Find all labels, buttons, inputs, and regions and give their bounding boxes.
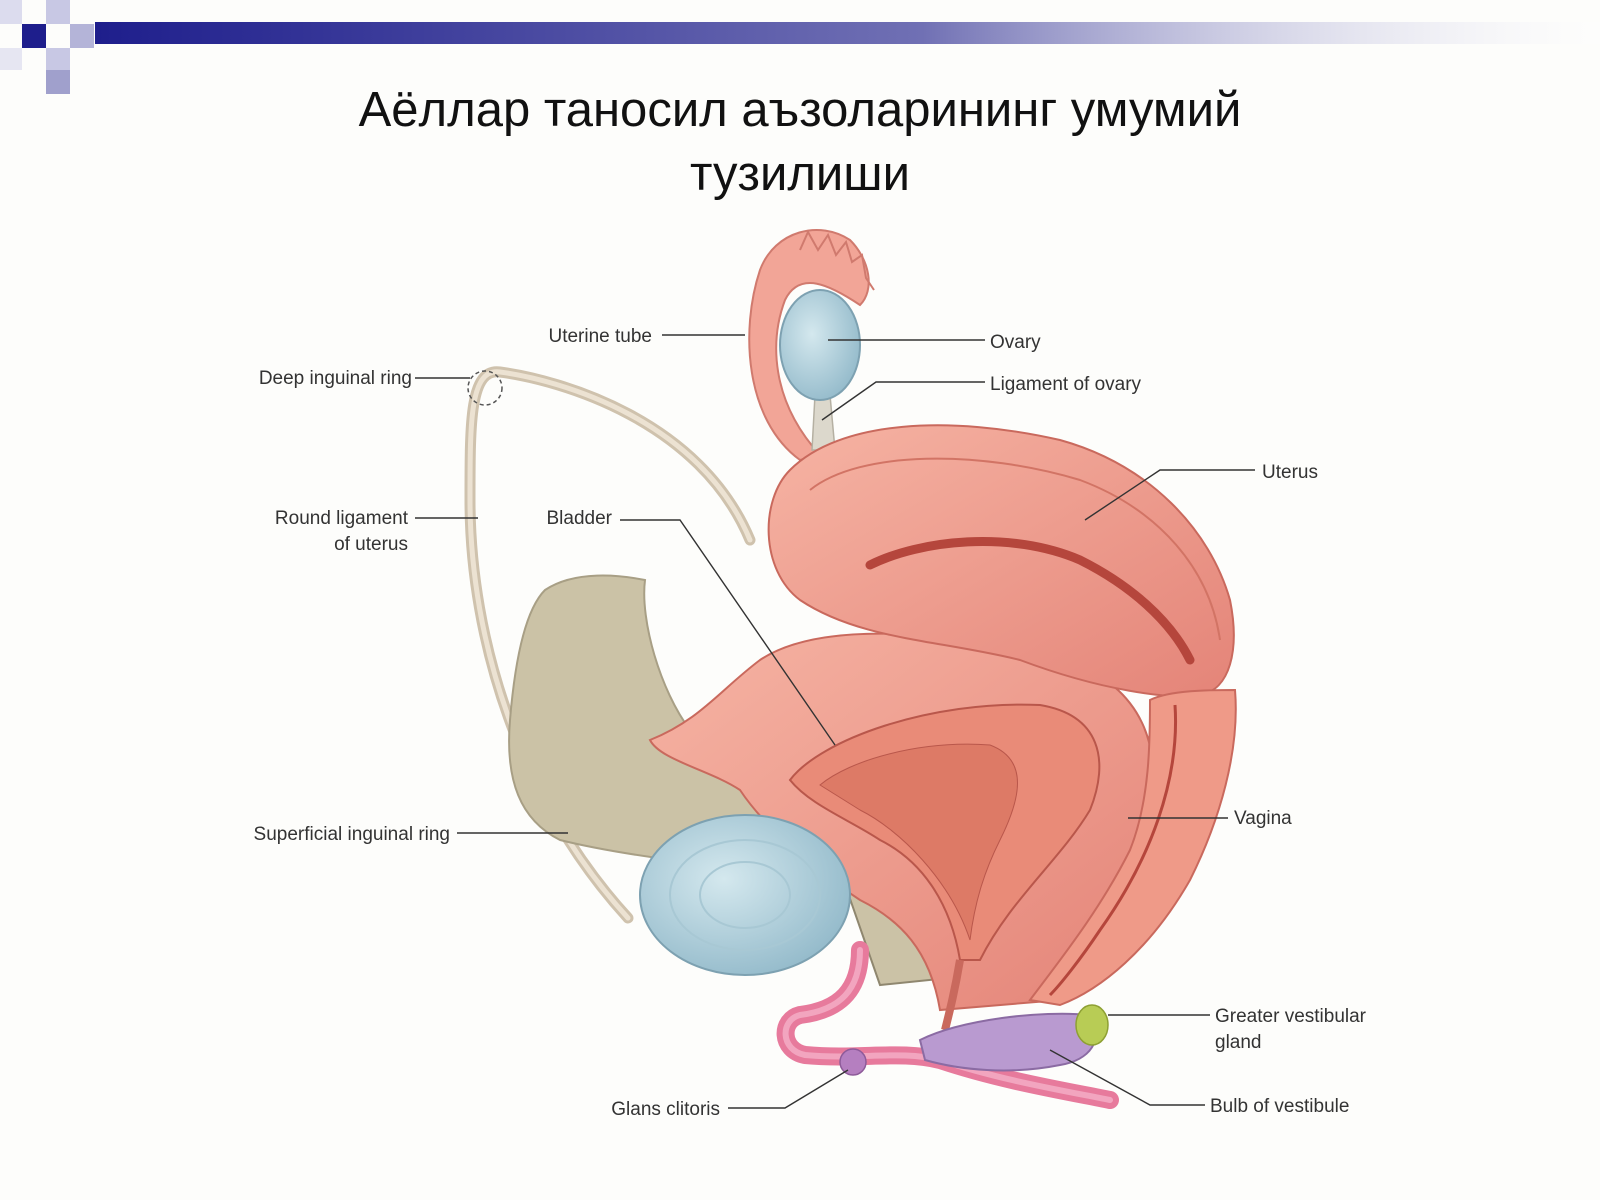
label-glans-clitoris: Glans clitoris (611, 1099, 720, 1120)
label-greater-vestibular-gland-line-2: gland (1215, 1032, 1262, 1053)
header-square-light-4 (46, 48, 70, 70)
deep-inguinal-ring-marker (467, 370, 503, 406)
leader-bulb-of-vestibule (1049, 1049, 1205, 1106)
ligament-of-ovary-shape (811, 394, 836, 451)
header-square-light-3 (70, 24, 94, 48)
header-bar (0, 0, 1600, 94)
urethra-shape (941, 959, 964, 1031)
leader-uterus (1084, 469, 1255, 521)
label-ligament-of-ovary: Ligament of ovary (990, 374, 1142, 395)
label-bladder: Bladder (547, 508, 613, 529)
leader-ligament-of-ovary (821, 381, 985, 421)
header-square-dark (22, 24, 46, 48)
fimbriae-shape (799, 229, 875, 291)
label-superficial-inguinal-ring: Superficial inguinal ring (254, 824, 450, 845)
header-gradient-bar (95, 22, 1600, 44)
header-square-light-5 (0, 48, 22, 70)
label-greater-vestibular-gland-line-1: Greater vestibular (1215, 1006, 1367, 1027)
vagina-shape (1028, 688, 1237, 1007)
leader-glans-clitoris (728, 1069, 849, 1109)
header-square-light-1 (0, 0, 22, 24)
label-uterus: Uterus (1262, 462, 1318, 483)
label-round-ligament-line-1: Round ligament (275, 508, 409, 529)
label-uterine-tube: Uterine tube (548, 326, 652, 347)
leader-bladder (620, 519, 836, 746)
greater-vestibular-gland-shape (1075, 1004, 1109, 1046)
uterus-inner-fold (809, 457, 1221, 641)
label-bulb-of-vestibule: Bulb of vestibule (1210, 1096, 1349, 1117)
label-ovary: Ovary (990, 332, 1041, 353)
blue-fat-pad-ring-2 (699, 861, 791, 929)
label-deep-inguinal-ring: Deep inguinal ring (259, 368, 412, 389)
header-square-light-2 (46, 0, 70, 24)
label-round-ligament-line-2: of uterus (334, 534, 408, 555)
vagina-lumen (1048, 704, 1178, 997)
blue-fat-pad-ring (669, 839, 821, 951)
label-vagina: Vagina (1234, 808, 1292, 829)
slide-title-line-2: тузилиши (690, 147, 910, 201)
slide-title: Аёллар таносил аъзоларининг умумий тузил… (0, 78, 1600, 206)
header-square-light-6 (46, 70, 70, 94)
bladder-inner-shape (819, 743, 1018, 941)
glans-clitoris-shape (839, 1048, 867, 1076)
uterine-tube-shape (748, 229, 870, 462)
clitoris-crus-highlight (782, 947, 1113, 1103)
slide-title-line-1: Аёллар таносил аъзоларининг умумий (358, 83, 1242, 137)
uterine-cavity-shape (865, 537, 1195, 665)
ovary-shape (779, 289, 861, 401)
